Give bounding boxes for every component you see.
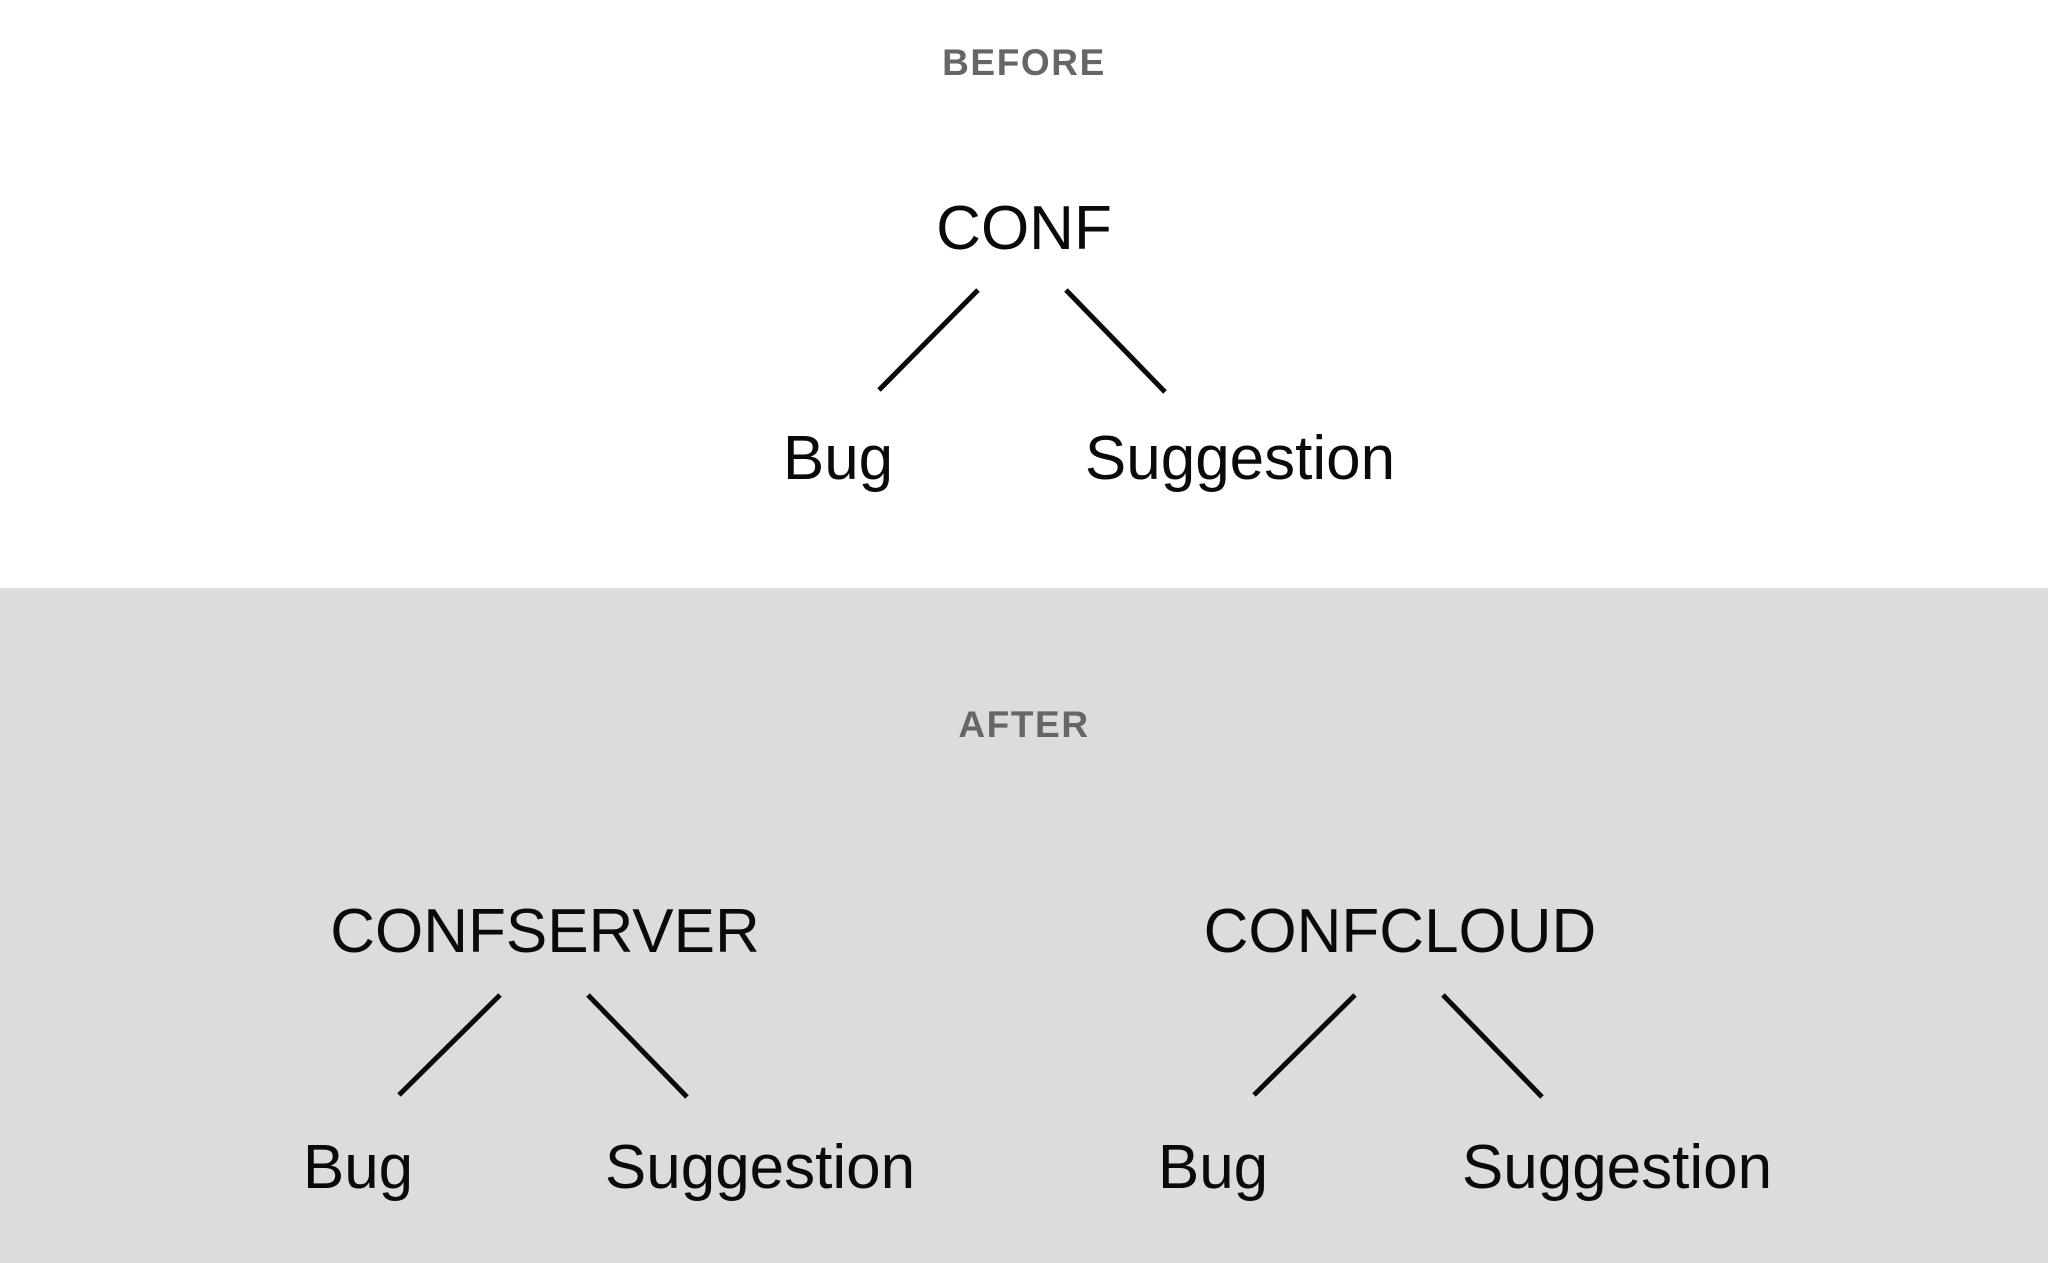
- node-confserver-bug[interactable]: Bug: [302, 1133, 414, 1202]
- before-tree-edges: [877, 288, 1167, 394]
- node-confcloud[interactable]: CONFCLOUD: [1203, 897, 1597, 966]
- edge-conf-to-suggestion: [1064, 288, 1167, 394]
- before-section-caption: BEFORE: [942, 42, 1106, 83]
- after-section-caption: AFTER: [958, 704, 1090, 745]
- node-confserver-suggestion[interactable]: Suggestion: [604, 1133, 916, 1202]
- edge-confserver-to-bug: [397, 993, 502, 1097]
- before-panel: BEFORE CONF Bug Suggestion: [0, 0, 2048, 588]
- edge-conf-to-bug: [877, 288, 980, 392]
- edge-confserver-to-suggestion: [586, 993, 689, 1099]
- node-confserver[interactable]: CONFSERVER: [330, 897, 760, 966]
- node-conf-suggestion[interactable]: Suggestion: [1084, 424, 1396, 493]
- edge-confcloud-to-bug: [1252, 993, 1357, 1097]
- node-conf-bug[interactable]: Bug: [782, 424, 894, 493]
- after-panel: AFTER CONFSERVER Bug Suggestion CONFCLOU…: [0, 588, 2048, 1263]
- node-confcloud-bug[interactable]: Bug: [1157, 1133, 1269, 1202]
- node-confcloud-suggestion[interactable]: Suggestion: [1461, 1133, 1773, 1202]
- node-conf[interactable]: CONF: [936, 194, 1112, 263]
- edge-confcloud-to-suggestion: [1441, 993, 1544, 1099]
